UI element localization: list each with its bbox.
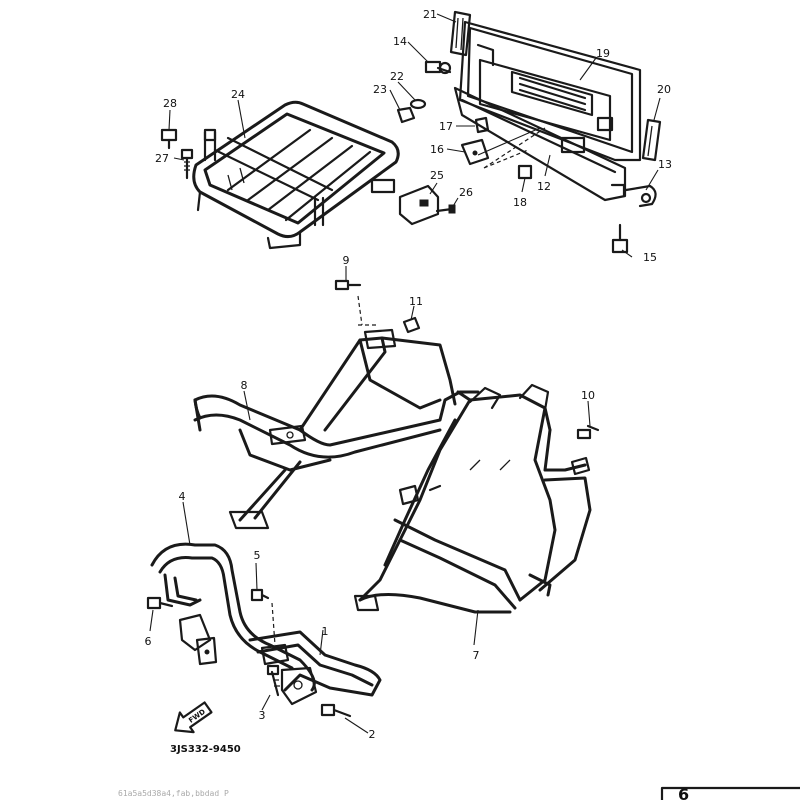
callout-22: 22 [390,70,404,83]
bracket-13 [624,184,657,208]
callout-11: 11 [409,295,423,308]
bracket-1 [248,630,382,706]
leader-lines [149,13,661,734]
guard-frame-7 [353,383,592,614]
carrier-rack [192,100,400,250]
callout-17: 17 [439,120,453,133]
footer-note: 61a5a5d38a4,fab,bbdad P [118,789,229,798]
forward-direction-arrow: FWD [174,701,213,734]
bolt-3 [266,664,280,697]
nut-18 [517,164,533,180]
side-strip-20 [641,118,662,162]
bolt-27 [180,148,194,180]
callout-25: 25 [430,169,444,182]
bracket-16 [460,138,490,166]
callout-20: 20 [657,83,671,96]
callout-12: 12 [537,180,551,193]
washer-22 [409,98,427,110]
guard-frame-8 [193,328,480,530]
callout-21: 21 [423,8,437,21]
callout-4: 4 [179,490,186,503]
svg-text:6: 6 [678,785,689,800]
bracket-25 [398,184,440,226]
bolt-10 [576,424,600,440]
callout-16: 16 [430,143,444,156]
callout-15: 15 [643,251,657,264]
part-code: 3JS332-9450 [170,744,241,755]
page-mark: 6 [660,785,800,800]
callout-6: 6 [145,635,152,648]
callout-9: 9 [343,254,350,267]
callout-5: 5 [254,549,261,562]
side-guard-4 [150,542,316,692]
bolt-6 [146,596,174,610]
callout-14: 14 [393,35,407,48]
bracket-rail-12 [453,86,627,202]
callouts: 1 2 3 4 5 6 7 8 9 10 11 12 13 14 15 16 1… [145,8,673,741]
callout-3: 3 [259,709,266,722]
callout-24: 24 [231,88,245,101]
callout-26: 26 [459,186,473,199]
bolt-5 [250,588,270,602]
bolt-28 [160,128,178,150]
callout-27: 27 [155,152,169,165]
callout-8: 8 [241,379,248,392]
callout-2: 2 [369,728,376,741]
callout-18: 18 [513,196,527,209]
bolt-2 [320,703,352,718]
callout-10: 10 [581,389,595,402]
callout-7: 7 [473,649,480,662]
callout-1: 1 [322,625,329,638]
callout-13: 13 [658,158,672,171]
callout-28: 28 [163,97,177,110]
front-panel [458,20,642,162]
side-strip-21 [449,10,472,57]
bolt-9 [334,279,362,291]
bolt-15 [611,223,629,254]
nut-23 [396,106,416,124]
callout-23: 23 [373,83,387,96]
clip-14 [424,60,452,75]
bolt-26 [435,204,456,214]
callout-19: 19 [596,47,610,60]
nut-17 [474,116,490,134]
